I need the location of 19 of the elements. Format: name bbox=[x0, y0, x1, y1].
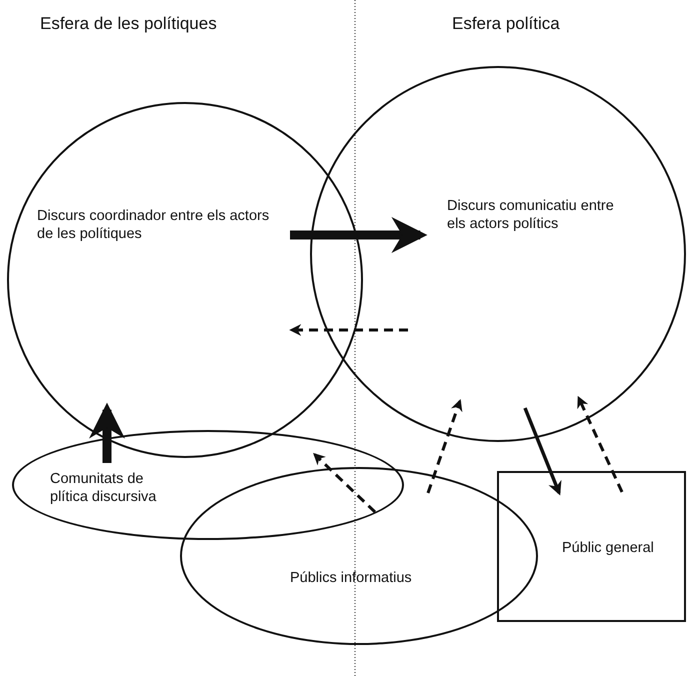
node-text: Públic general bbox=[562, 539, 655, 557]
sphere-heading: Esfera de les polítiques bbox=[40, 14, 217, 34]
rectangle bbox=[497, 471, 686, 622]
node-text: Comunitats de plítica discursiva bbox=[50, 470, 158, 506]
arrow bbox=[289, 324, 408, 336]
sphere-heading: Esfera política bbox=[452, 14, 560, 34]
node-text: Discurs comunicatiu entre els actors polítics bbox=[447, 197, 615, 233]
arrow bbox=[426, 398, 462, 494]
arrow bbox=[313, 452, 376, 514]
arrow bbox=[577, 396, 624, 493]
arrow bbox=[523, 407, 562, 496]
circle bbox=[310, 66, 686, 442]
arrow bbox=[89, 402, 125, 463]
arrow bbox=[290, 217, 428, 253]
node-text: Públics informatius bbox=[290, 569, 413, 587]
node-text: Discurs coordinador entre els actors de les polítiques bbox=[37, 207, 270, 243]
circle bbox=[7, 102, 363, 458]
ellipse bbox=[180, 467, 538, 645]
ellipse bbox=[12, 430, 404, 540]
